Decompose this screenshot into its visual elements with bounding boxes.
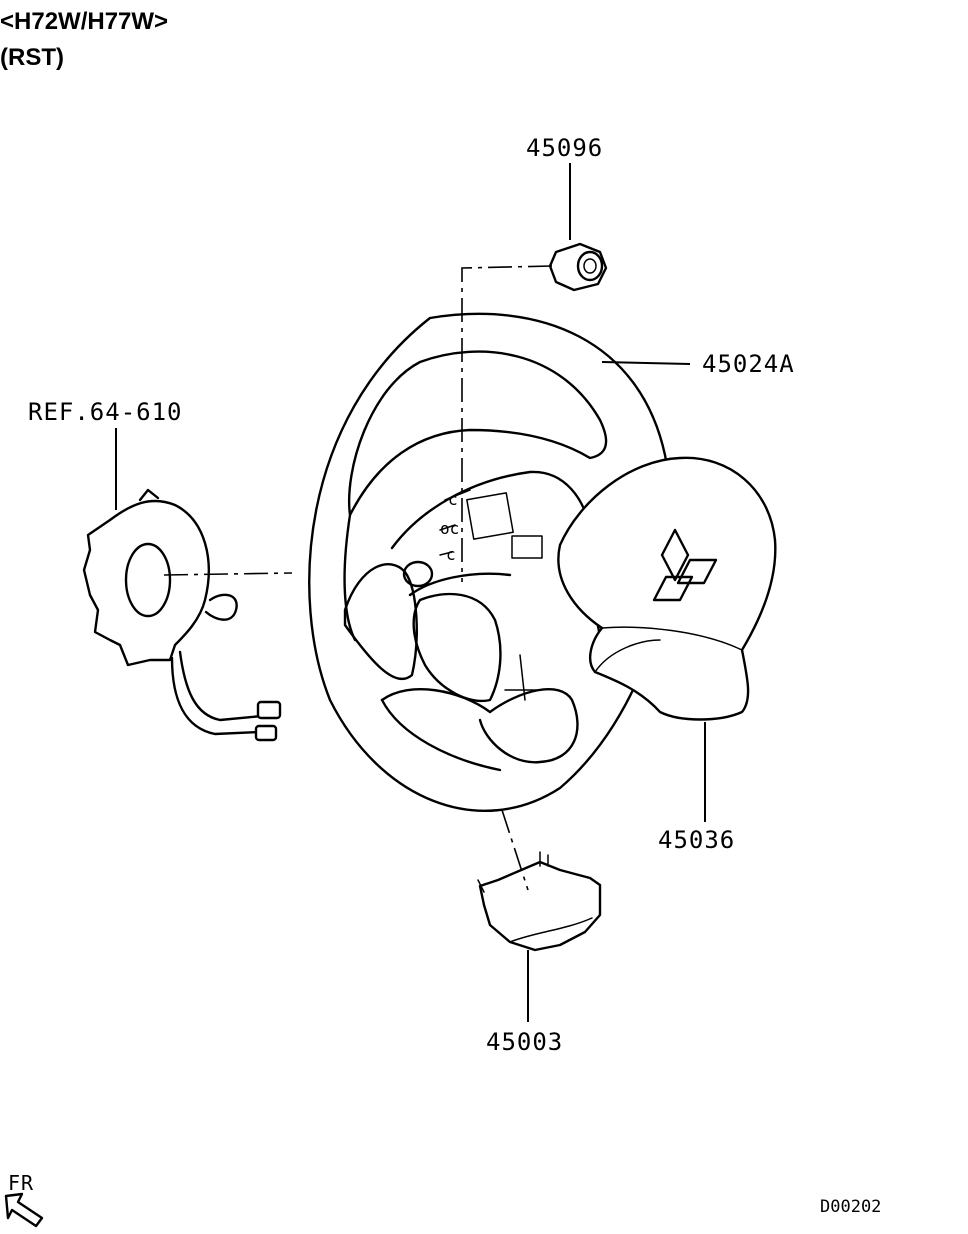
airbag-module-part-number: 45036: [658, 826, 735, 854]
nut-assembly-line: [461, 265, 553, 582]
variant-label: (RST): [0, 44, 64, 71]
direction-label: FR: [8, 1171, 34, 1195]
steering-wheel-part[interactable]: c oc c: [308, 312, 673, 812]
lower-cover-part-number: 45003: [486, 1028, 563, 1056]
svg-text:c: c: [446, 545, 456, 564]
clock-spring-assembly-line: [163, 572, 293, 576]
airbag-module-part[interactable]: [557, 456, 777, 721]
clock-spring-ref-label: REF.64-610: [28, 398, 183, 426]
steering-wheel-part-number: 45024A: [702, 350, 795, 378]
nut-part-number: 45096: [526, 134, 603, 162]
lower-cover-part[interactable]: [477, 851, 602, 952]
svg-text:c: c: [448, 490, 458, 509]
nut-part[interactable]: [548, 242, 608, 292]
diagram-code: D00202: [820, 1197, 881, 1217]
steering-wheel-leader: [601, 361, 691, 365]
model-codes: <H72W/H77W>: [0, 8, 169, 35]
arrow-up-left-icon: [4, 1192, 44, 1228]
clock-spring-part[interactable]: [82, 488, 282, 742]
lower-cover-assembly-line: [501, 809, 529, 891]
svg-text:oc: oc: [440, 519, 459, 538]
three-diamond-logo-icon: [652, 528, 718, 602]
